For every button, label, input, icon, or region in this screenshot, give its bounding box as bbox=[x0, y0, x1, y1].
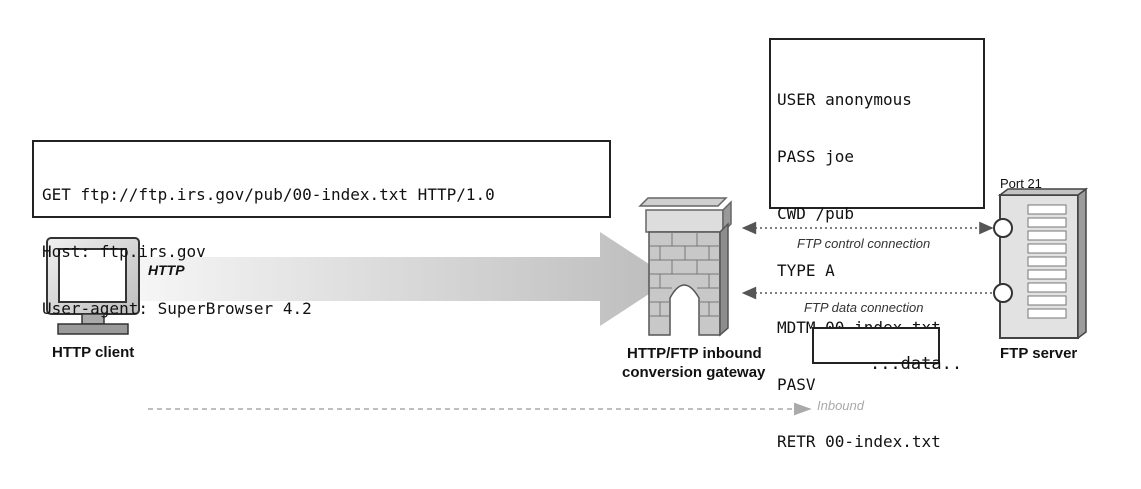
data-text: ...data.. bbox=[869, 354, 963, 374]
port-label: Port 21 bbox=[1000, 176, 1042, 191]
request-line-2: Host: ftp.irs.gov bbox=[42, 242, 206, 261]
control-port-circle bbox=[993, 218, 1013, 238]
ftp-server-label: FTP server bbox=[1000, 345, 1078, 362]
gateway-label-line2: conversion gateway bbox=[622, 364, 766, 381]
ftp-command-line: TYPE A bbox=[777, 261, 835, 280]
data-box: ...data.. bbox=[812, 327, 962, 374]
request-line-3: User-agent: SuperBrowser 4.2 bbox=[42, 299, 312, 318]
http-arrow bbox=[135, 232, 672, 326]
gateway-icon bbox=[638, 197, 732, 337]
diagram: GET ftp://ftp.irs.gov/pub/00-index.txt H… bbox=[32, 38, 1089, 451]
ftp-command-line: CWD /pub bbox=[777, 204, 855, 223]
diagram-art bbox=[46, 187, 1089, 416]
request-line-1: GET ftp://ftp.irs.gov/pub/00-index.txt H… bbox=[42, 185, 495, 204]
ftp-command-line: PASS joe bbox=[777, 147, 855, 166]
ftp-command-line: RETR 00-index.txt bbox=[777, 432, 941, 451]
http-request-box: GET ftp://ftp.irs.gov/pub/00-index.txt H… bbox=[32, 140, 611, 318]
control-connection-label: FTP control connection bbox=[797, 236, 931, 251]
inbound-label: Inbound bbox=[817, 398, 864, 413]
ftp-commands-box: USER anonymous PASS joe CWD /pub TYPE A … bbox=[769, 38, 985, 451]
http-client-label: HTTP client bbox=[52, 344, 135, 361]
computer-icon bbox=[46, 237, 140, 335]
data-port-circle bbox=[993, 283, 1013, 303]
server-icon bbox=[993, 187, 1089, 340]
http-label: HTTP bbox=[148, 262, 185, 278]
ftp-command-line: PASV bbox=[777, 375, 816, 394]
gateway-label-line1: HTTP/FTP inbound bbox=[627, 345, 762, 362]
data-connection-label: FTP data connection bbox=[804, 300, 924, 315]
ftp-command-line: USER anonymous bbox=[777, 90, 912, 109]
